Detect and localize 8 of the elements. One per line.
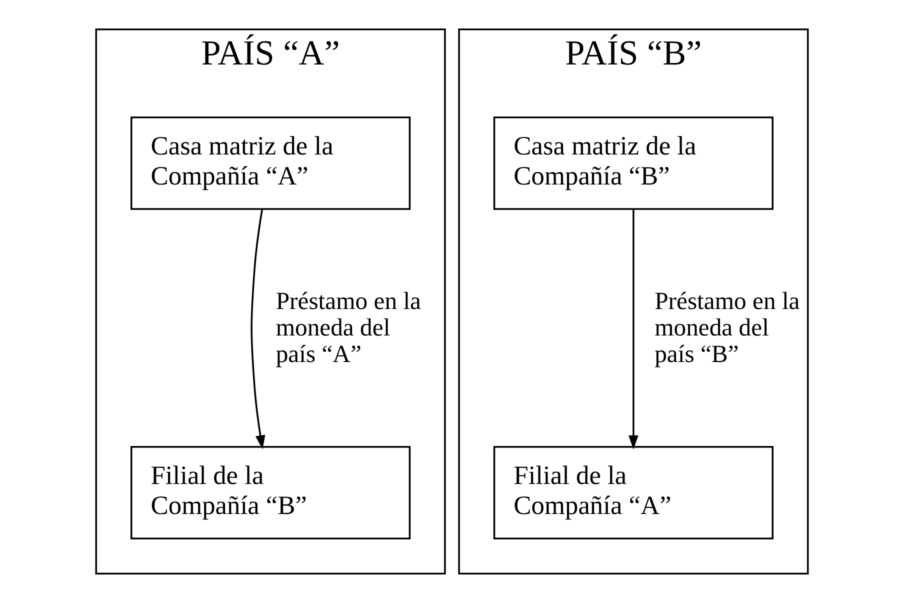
node-box: Casa matriz de la Compañía “A”	[130, 116, 411, 210]
edge-label: Préstamo en la moneda del país “B”	[654, 288, 800, 368]
edge-label: Préstamo en la moneda del país “A”	[276, 288, 422, 368]
arrow	[628, 210, 638, 450]
node-box: Casa matriz de la Compañía “B”	[493, 116, 774, 210]
arrow	[250, 208, 266, 450]
node-box: Filial de la Compañía “B”	[130, 446, 411, 540]
node-box: Filial de la Compañía “A”	[493, 446, 774, 540]
